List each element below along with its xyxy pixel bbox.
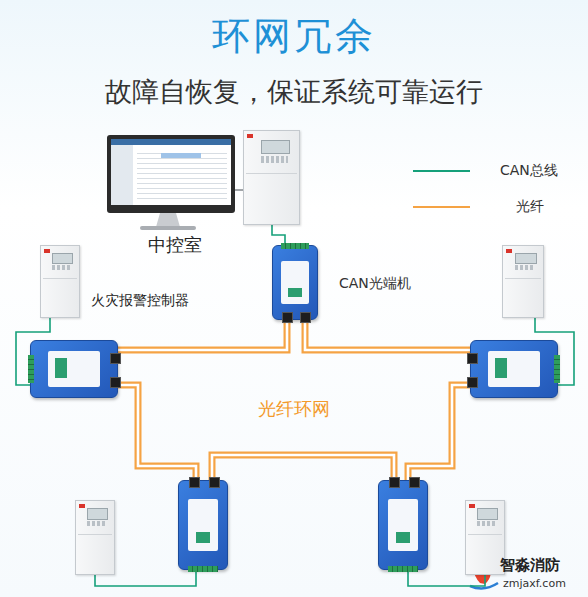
- fiber-port: [282, 312, 293, 323]
- node-label: 中控室: [111, 234, 239, 256]
- can-terminal: [388, 566, 419, 572]
- controller-cabinet: [75, 500, 115, 575]
- cabinet-mark: [469, 504, 475, 508]
- legend-group: [413, 171, 470, 207]
- cabinet-keys: [87, 521, 106, 526]
- fiber-gap: [408, 385, 470, 480]
- cabinet-seam: [468, 534, 503, 535]
- subtitle: 故障自恢复，保证系统可靠运行: [0, 76, 588, 108]
- converter-panel: [388, 499, 419, 552]
- fiber-port: [389, 477, 400, 488]
- cabinet-keys: [477, 521, 496, 526]
- watermark: 智淼消防: [500, 556, 560, 574]
- fiber-link: [118, 385, 196, 480]
- converter-box: CAN光端机: [272, 245, 318, 320]
- legend-line: [413, 206, 470, 208]
- fiber-link: [118, 320, 287, 350]
- controller-cabinet: [243, 130, 300, 225]
- cabinet-display: [87, 508, 108, 519]
- legend-line: [413, 170, 470, 172]
- data-cable: [235, 189, 243, 191]
- legend-text: CAN总线: [500, 162, 558, 179]
- can-bus-wire: [272, 225, 285, 245]
- cabinet-display: [261, 140, 291, 154]
- controller-cabinet: [502, 245, 544, 318]
- fiber-port: [110, 353, 121, 364]
- cabinet-mark: [247, 134, 253, 138]
- converter-panel: [188, 499, 219, 552]
- fiber-port: [467, 377, 478, 388]
- converter-panel: [281, 261, 309, 305]
- cabinet-seam: [505, 278, 542, 279]
- converter-logo: [196, 532, 210, 543]
- fiber-port: [300, 312, 311, 323]
- fiber-gap: [118, 385, 196, 480]
- converter-logo: [495, 358, 507, 378]
- cabinet-mark: [79, 504, 85, 508]
- fiber-port: [110, 377, 121, 388]
- cabinet-keys: [515, 265, 535, 270]
- monitor-screen: 中控室: [107, 135, 235, 213]
- ring-label: 光纤环网: [0, 398, 588, 420]
- node-label: 火灾报警控制器: [91, 292, 189, 309]
- converter-box: [470, 340, 558, 398]
- controller-cabinet: [465, 500, 505, 575]
- fiber-gap: [212, 455, 394, 480]
- cabinet-keys: [261, 156, 289, 163]
- watermark: zmjaxf.com: [503, 577, 566, 590]
- converter-logo: [396, 532, 410, 543]
- diagram-title: 环网冗余: [0, 14, 588, 60]
- cabinet-display: [515, 253, 537, 264]
- can-terminal: [28, 355, 34, 383]
- converter-logo: [55, 358, 67, 378]
- converter-box: [378, 480, 428, 570]
- fiber-link: [305, 320, 470, 350]
- converter-box: [30, 340, 118, 398]
- screen-sidebar: [111, 145, 133, 205]
- cabinet-seam: [246, 173, 297, 174]
- cabinet-mark: [506, 249, 512, 253]
- fiber-gap: [305, 320, 470, 350]
- fiber-gap: [118, 320, 287, 350]
- fiber-port: [409, 477, 420, 488]
- converter-logo: [288, 288, 301, 297]
- fiber-port: [189, 477, 200, 488]
- cabinet-keys: [52, 265, 71, 270]
- fiber-port: [467, 353, 478, 364]
- monitor-neck: [156, 213, 180, 227]
- cabinet-seam: [78, 534, 113, 535]
- fiber-link: [408, 385, 470, 480]
- can-terminal: [554, 355, 560, 383]
- cabinet-seam: [43, 278, 78, 279]
- cabinet-mark: [44, 249, 50, 253]
- legend-text: 光纤: [516, 198, 544, 215]
- node-label: CAN光端机: [339, 275, 411, 292]
- cabinet-display: [52, 253, 73, 264]
- fiber-port: [209, 477, 220, 488]
- fiber-link: [212, 455, 394, 480]
- controller-cabinet: 火灾报警控制器: [40, 245, 80, 318]
- converter-box: [178, 480, 228, 570]
- screen-highlight: [161, 153, 201, 158]
- can-terminal: [188, 566, 219, 572]
- can-terminal: [281, 243, 309, 249]
- cabinet-display: [477, 508, 498, 519]
- monitor-base: [140, 226, 196, 230]
- connector-group: [16, 190, 574, 586]
